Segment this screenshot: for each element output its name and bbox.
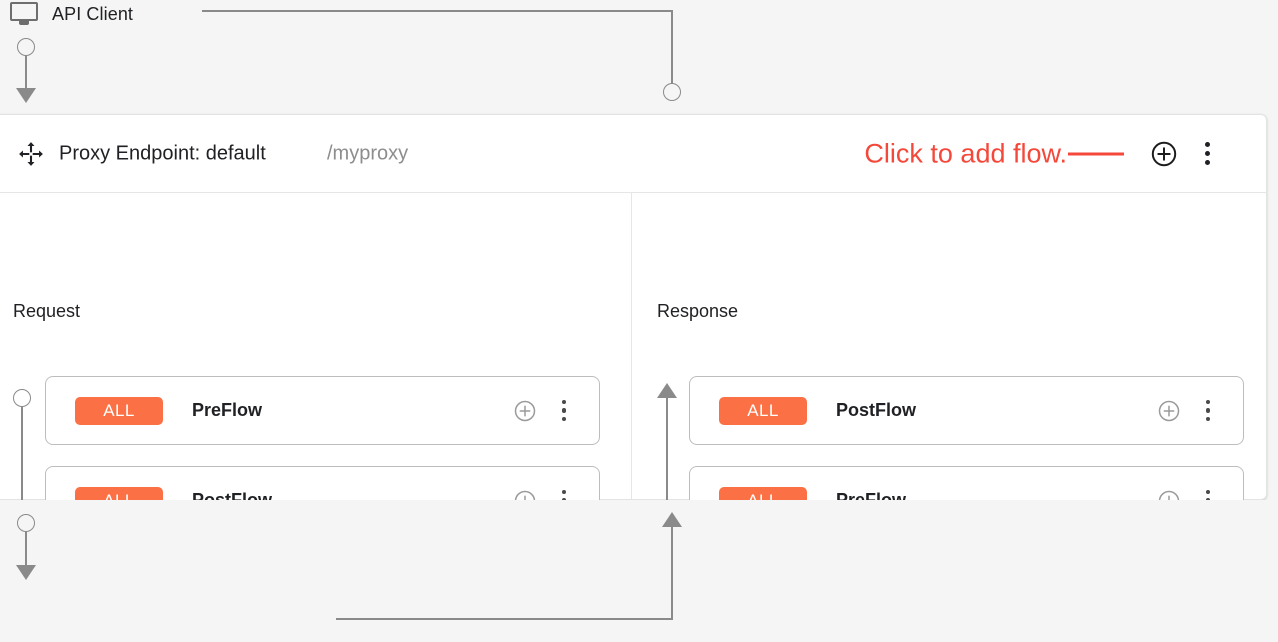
client-response-line-horizontal — [202, 10, 673, 12]
api-client-node: API Client — [10, 2, 133, 26]
api-client-label: API Client — [52, 3, 134, 24]
request-flow-line — [21, 407, 23, 567]
flow-condition-badge: ALL — [75, 396, 163, 425]
proxy-endpoint-panel: Proxy Endpoint: default /myproxy Click t… — [0, 114, 1267, 582]
client-request-arrow — [16, 88, 36, 103]
request-column-title: Request — [13, 301, 81, 321]
add-step-button[interactable] — [1157, 399, 1181, 423]
proxy-endpoint-path: /myproxy — [327, 142, 409, 164]
proxy-endpoint-menu-button[interactable] — [1196, 140, 1218, 168]
client-request-origin-dot — [17, 38, 35, 56]
add-flow-annotation-leader-line — [1068, 152, 1124, 155]
client-request-line — [25, 56, 27, 90]
add-flow-button[interactable] — [1150, 140, 1178, 168]
flow-condition-badge: ALL — [719, 396, 807, 425]
target-response-arrow — [662, 512, 682, 527]
response-column-title: Response — [657, 301, 739, 321]
target-response-line-horizontal — [336, 618, 673, 620]
move-four-arrows-icon[interactable] — [17, 140, 45, 168]
target-request-line — [25, 532, 27, 567]
add-flow-annotation: Click to add flow. — [864, 140, 1124, 167]
api-client-band: API Client — [0, 0, 1278, 114]
target-request-arrow — [16, 565, 36, 580]
response-flow-line — [666, 397, 668, 567]
flow-menu-button[interactable] — [1199, 399, 1217, 423]
target-band: Target: default — [0, 500, 1278, 642]
flow-menu-button[interactable] — [555, 399, 573, 423]
flow-name: PreFlow — [192, 400, 263, 420]
flow-card-actions — [1157, 399, 1243, 423]
monitor-icon — [10, 2, 38, 26]
response-column: Response ALL PostFlow — [632, 193, 1266, 582]
response-flow-arrow — [657, 383, 677, 398]
proxy-endpoint-header: Proxy Endpoint: default /myproxy Click t… — [0, 115, 1266, 193]
add-flow-annotation-text: Click to add flow. — [864, 138, 1067, 168]
target-response-line-vertical — [671, 524, 673, 620]
proxy-endpoint-title: Proxy Endpoint: default — [59, 142, 266, 164]
flow-card[interactable]: ALL PostFlow — [689, 376, 1244, 445]
request-column: Request ALL PreFlow — [0, 193, 632, 580]
flow-columns: Request ALL PreFlow — [0, 193, 1266, 582]
flow-name: PostFlow — [836, 400, 916, 420]
flow-card-actions — [513, 399, 599, 423]
add-step-button[interactable] — [513, 399, 537, 423]
client-response-endpoint-dot — [663, 83, 681, 101]
request-flow-origin-dot — [13, 389, 31, 407]
flow-card[interactable]: ALL PreFlow — [45, 376, 600, 445]
target-request-origin-dot — [17, 514, 35, 532]
client-response-line-vertical — [671, 10, 673, 84]
